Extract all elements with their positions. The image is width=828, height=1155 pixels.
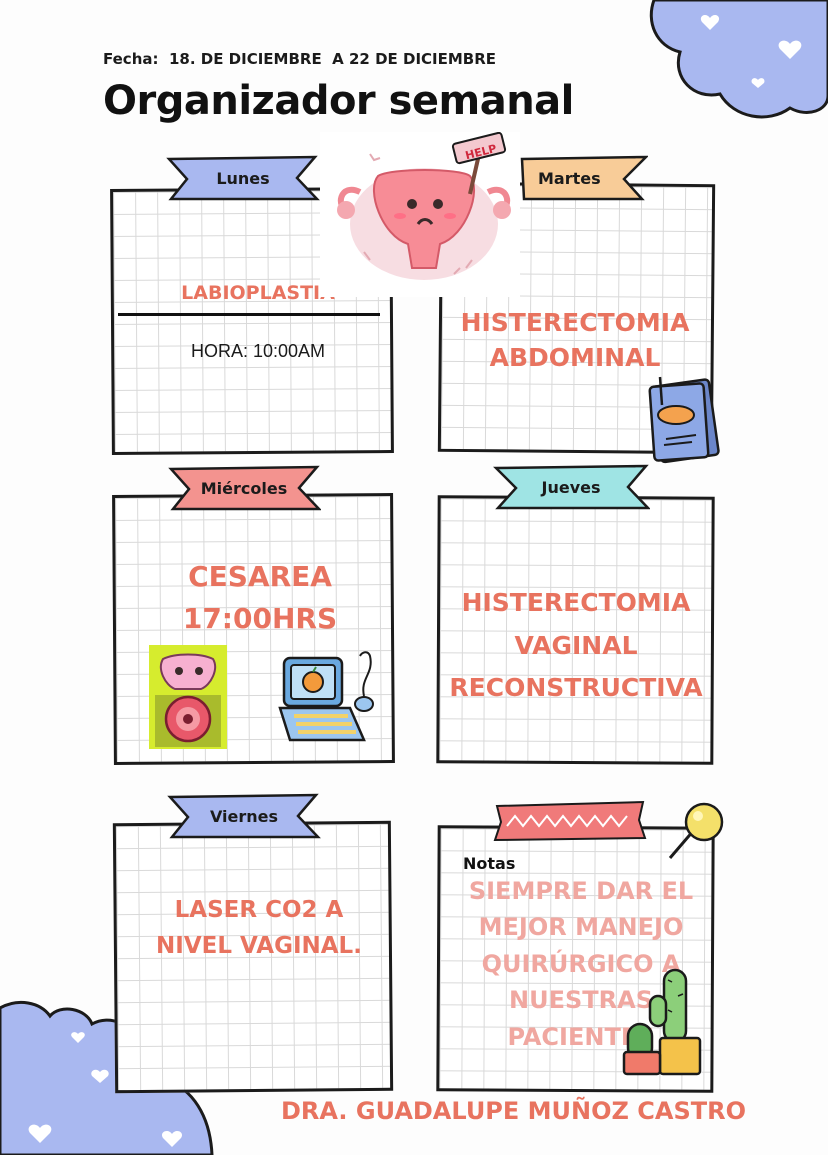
washi-tape <box>493 800 647 842</box>
task-jueves: HISTERECTOMIA VAGINAL RECONSTRUCTIVA <box>436 582 716 710</box>
date-value: 18. DE DICIEMBRE A 22 DE DICIEMBRE <box>168 50 497 68</box>
task-jueves-line1: HISTERECTOMIA <box>461 588 691 617</box>
pushpin-icon <box>668 802 724 859</box>
ribbon-label-jueves: Jueves <box>541 477 601 497</box>
task-viernes-line2: NIVEL VAGINAL. <box>156 932 362 959</box>
notebook-icon <box>648 376 720 464</box>
divider-lunes <box>118 313 380 316</box>
task-viernes-line1: LASER CO2 A <box>174 897 344 923</box>
task-martes-line2: ABDOMINAL <box>489 342 661 372</box>
task-miercoles-line2: 17:00HRS <box>182 602 338 635</box>
ribbon-label-miercoles: Miércoles <box>200 478 288 498</box>
doctor-signature: DRA. GUADALUPE MUÑOZ CASTRO <box>280 1097 746 1125</box>
time-lunes: HORA: 10:00AM <box>190 341 326 361</box>
ribbon-miercoles: Miércoles <box>167 465 321 511</box>
laptop-icon <box>278 651 374 742</box>
ribbon-martes: Martes <box>520 155 648 201</box>
notes-line4: NUESTRAS <box>509 986 653 1015</box>
ribbon-label-lunes: Lunes <box>216 168 270 188</box>
ribbon-viernes: Viernes <box>166 793 322 839</box>
task-jueves-line2: VAGINAL <box>514 630 638 660</box>
task-viernes: LASER CO2 A NIVEL VAGINAL. <box>124 893 394 964</box>
task-miercoles: CESAREA 17:00HRS <box>130 556 390 640</box>
date-line: Fecha: 18. DE DICIEMBRE A 22 DE DICIEMBR… <box>103 50 496 68</box>
notes-text: SIEMPRE DAR EL MEJOR MANEJO QUIRÚRGICO A… <box>448 873 714 1055</box>
notes-label: Notas <box>463 854 516 873</box>
cactus-icon <box>622 968 702 1076</box>
uterus-help-sticker: HELP <box>320 132 520 297</box>
ribbon-jueves: Jueves <box>492 464 650 510</box>
notes-line2: MEJOR MANEJO <box>478 913 684 942</box>
ribbon-label-martes: Martes <box>538 168 601 188</box>
ribbon-label-viernes: Viernes <box>209 806 279 826</box>
date-label: Fecha: <box>103 50 159 68</box>
task-martes-line1: HISTERECTOMIA <box>460 308 690 337</box>
task-lunes: LABIOPLASTIA <box>181 282 335 304</box>
cloud-decoration-top-right <box>649 0 828 119</box>
pregnancy-uterus-icon <box>149 645 227 749</box>
task-martes: HISTERECTOMIA ABDOMINAL <box>440 306 710 375</box>
ribbon-lunes: Lunes <box>165 155 321 201</box>
task-jueves-line3: RECONSTRUCTIVA <box>449 673 703 702</box>
notes-line3: QUIRÚRGICO A <box>481 949 681 978</box>
notes-line1: SIEMPRE DAR EL <box>468 877 694 905</box>
page-title: Organizador semanal <box>103 78 574 124</box>
task-miercoles-line1: CESAREA <box>188 560 332 593</box>
